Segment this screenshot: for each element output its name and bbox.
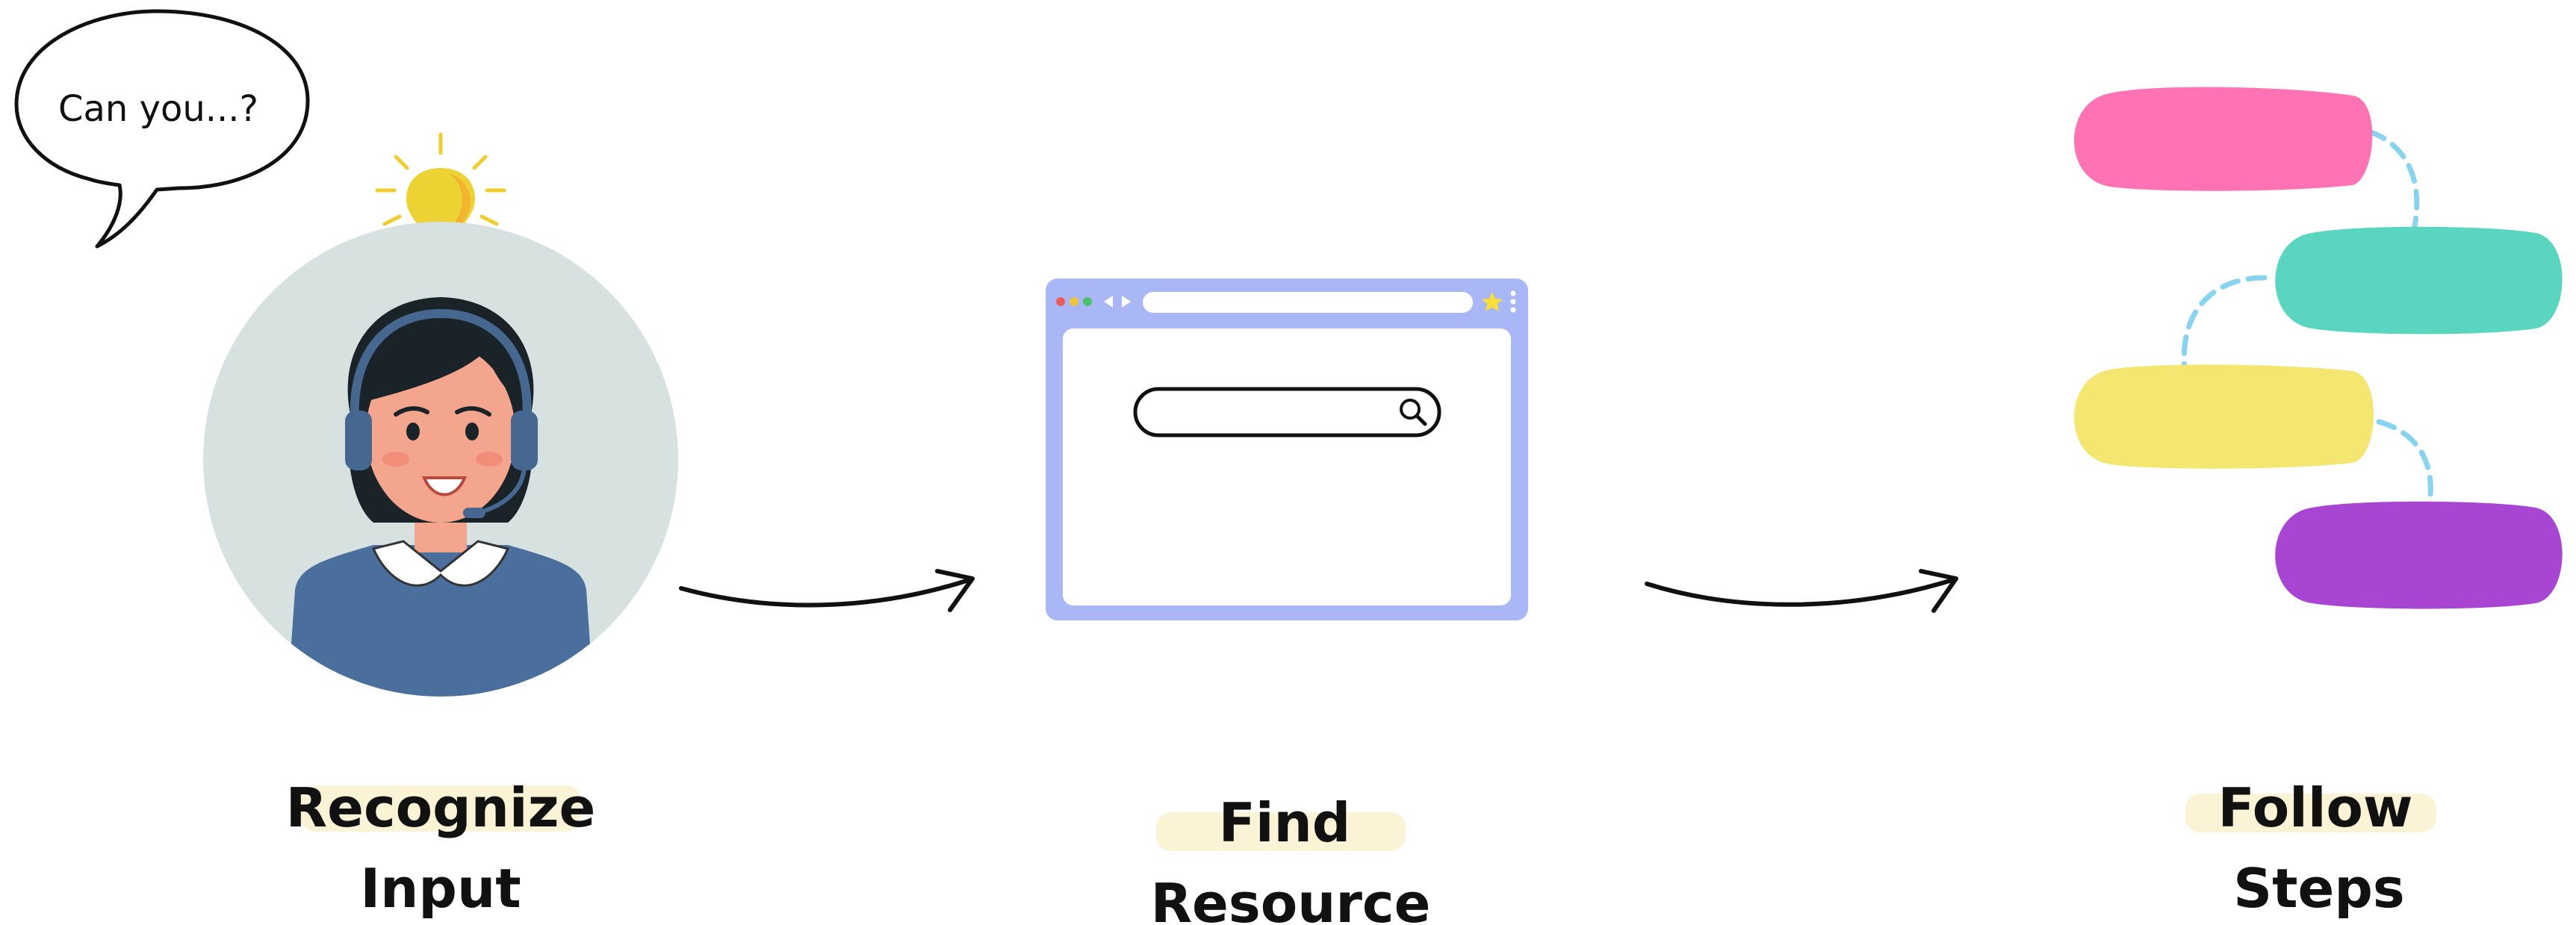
step-1-label-line-1: Recognize	[286, 776, 596, 839]
label-highlight	[1156, 812, 1406, 851]
search-bar	[1133, 387, 1441, 437]
speech-bubble-text: Can you...?	[58, 88, 258, 130]
speech-bubble: Can you...?	[14, 9, 310, 249]
step-bar-3	[2073, 364, 2374, 469]
step-bar-4	[2275, 501, 2563, 609]
arrow-2	[1645, 569, 1958, 613]
step-bar-1	[2073, 87, 2373, 191]
label-highlight	[2185, 794, 2436, 832]
customer-support-agent-icon	[203, 222, 678, 697]
step-3-label-line-2: Steps	[2233, 857, 2405, 920]
step-2-label-line-1: Find	[1219, 791, 1351, 854]
step-1-label-line-2: Input	[360, 857, 521, 920]
step-label-recognize-input: Recognize Input	[286, 776, 596, 920]
step-3-label-line-1: Follow	[2217, 776, 2412, 839]
step-2-label-line-2: Resource	[1151, 872, 1431, 925]
step-label-follow-steps: Follow Steps	[2185, 776, 2436, 920]
process-steps-icon	[2073, 87, 2563, 609]
step-bar-2	[2275, 226, 2563, 334]
step-label-find-resource: Find Resource	[1151, 791, 1431, 925]
search-icon	[1400, 399, 1427, 426]
arrow-1	[679, 569, 975, 612]
label-highlight	[300, 785, 581, 832]
browser-window-icon	[1046, 278, 1528, 620]
